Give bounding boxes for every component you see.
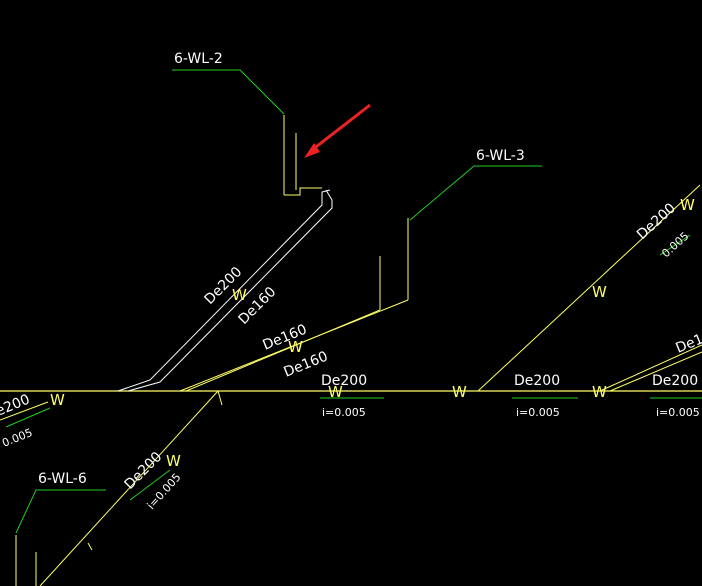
w-marker: W <box>232 286 247 304</box>
size-right-upper: De200 <box>634 200 679 243</box>
branch-right-upper <box>477 184 702 392</box>
size-left-partial: De200 <box>0 392 32 424</box>
branch-wl3 <box>179 218 409 392</box>
slope-lower-left: i=0.005 <box>145 471 184 512</box>
size-main-2: De200 <box>514 373 560 389</box>
leader-lines <box>15 69 542 534</box>
w-marker: W <box>166 452 181 470</box>
slope-main-1: i=0.005 <box>322 406 366 419</box>
label-wl6: 6-WL-6 <box>38 471 87 487</box>
w-markers: W W W W W W W W W <box>50 196 695 470</box>
label-wl3: 6-WL-3 <box>476 148 525 164</box>
w-marker: W <box>50 391 65 409</box>
branch-lower-left <box>15 390 223 586</box>
size-main-3: De200 <box>652 373 698 389</box>
label-wl2: 6-WL-2 <box>174 51 223 67</box>
size-main-1: De200 <box>321 373 367 389</box>
w-marker: W <box>288 338 303 356</box>
slope-main-3: i=0.005 <box>656 406 700 419</box>
pointer-arrow <box>304 103 371 158</box>
w-marker: W <box>328 383 343 401</box>
slope-left-partial: 0.005 <box>0 426 34 450</box>
pipe-left-lower <box>0 401 49 421</box>
w-marker: W <box>680 196 695 214</box>
slope-arrows <box>5 234 702 501</box>
w-marker: W <box>452 383 467 401</box>
branch-wl2 <box>117 115 333 392</box>
w-marker: W <box>592 383 607 401</box>
slope-right-upper: 0.005 <box>659 229 691 260</box>
size-right-lower: De16 <box>674 328 702 357</box>
slope-main-2: i=0.005 <box>516 406 560 419</box>
w-marker: W <box>592 283 607 301</box>
